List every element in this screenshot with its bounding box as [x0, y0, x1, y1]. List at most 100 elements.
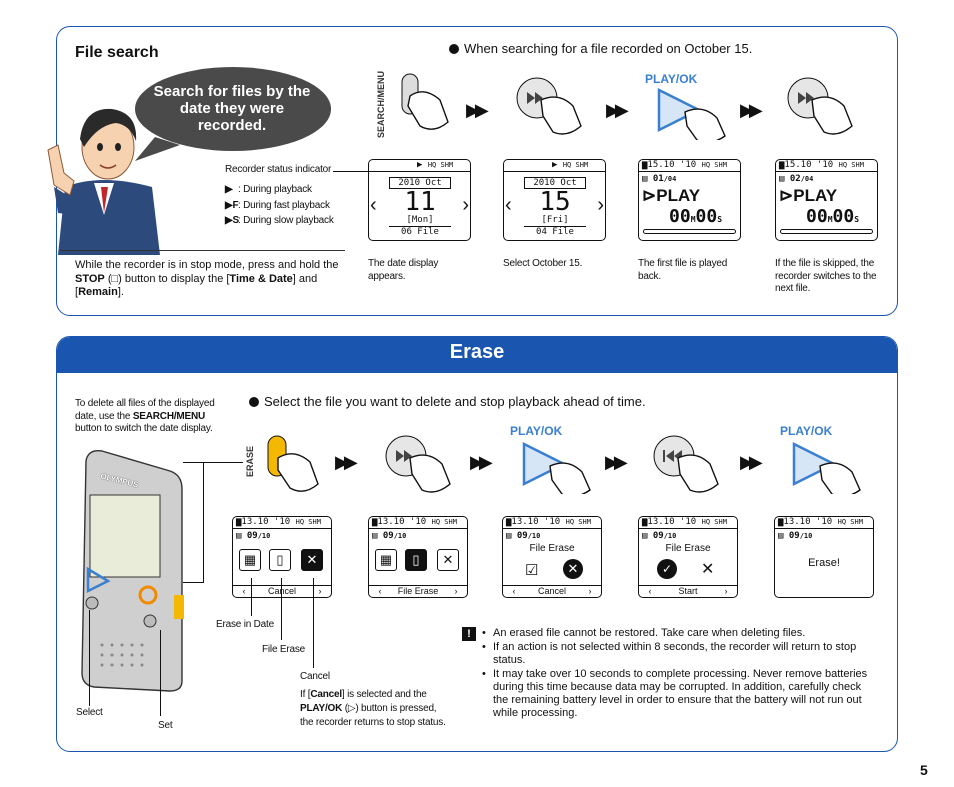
lcd-play-mode: ⊳PLAY — [779, 186, 838, 205]
play-ok-label: PLAY/OK — [645, 72, 698, 86]
folder-icon: ▆ — [642, 160, 648, 170]
lcd-status-bar: ▆15.10 '10 HQ SHM — [776, 160, 877, 172]
erase-connector-line — [203, 462, 204, 582]
bubble-baseline — [60, 250, 345, 251]
lcd-day: 11 — [404, 187, 436, 217]
callout-file-erase: File Erase — [262, 644, 306, 655]
play-ok-label: PLAY/OK — [510, 424, 563, 438]
callout-cancel: Cancel — [300, 671, 330, 682]
file-search-bullet: When searching for a file recorded on Oc… — [464, 41, 753, 56]
erase-in-date-option[interactable]: ▦ — [375, 549, 397, 571]
search-menu-press-icon — [401, 73, 449, 130]
lcd-status-bar: ▆13.10 '10 HQ SHM — [503, 517, 601, 529]
speech-bubble-text: Search for files by the date they were r… — [153, 83, 311, 134]
lcd-year: 2010 Oct — [389, 177, 451, 189]
cancel-x-icon[interactable]: ✕ — [701, 561, 715, 578]
lcd-file-index: ▤ 01/04 — [642, 174, 677, 184]
confirm-check-icon[interactable]: ✓ — [657, 559, 677, 579]
callout-line — [281, 578, 282, 640]
erase-in-date-option[interactable]: ▦ — [239, 549, 261, 571]
lcd-prompt: File Erase — [529, 543, 575, 554]
screen-caption: Select October 15. — [503, 258, 583, 269]
lcd-menu-bar: ‹ Start › — [639, 585, 737, 597]
screen-caption: The date display appears. — [368, 258, 439, 282]
folder-icon: ▆ — [236, 517, 242, 527]
lcd-status-bar: ▆13.10 '10 HQ SHM — [775, 517, 873, 529]
lcd-file-erase-cancel: ▆13.10 '10 HQ SHM ▤ 09/10 File Erase ☑ ✕… — [502, 516, 602, 598]
file-erase-option[interactable]: ▯ — [405, 549, 427, 571]
presenter-illustration — [47, 108, 160, 255]
search-menu-label: SEARCH/MENU — [376, 70, 386, 138]
lcd-file-index: ▤ 09/10 — [778, 531, 813, 541]
folder-icon: ▆ — [506, 517, 512, 527]
erase-bullet: Select the file you want to delete and s… — [264, 394, 646, 409]
lcd-message: Erase! — [808, 557, 840, 569]
play-ok-press-icon — [792, 441, 861, 494]
lcd-left-chevron-icon: ‹ — [505, 194, 512, 216]
lcd-erase-menu-cancel: ▆13.10 '10 HQ SHM ▤ 09/10 ▦ ▯ ✕ ‹ Cancel… — [232, 516, 332, 598]
status-legend: ▶: During playback ▶F: During fast playb… — [225, 184, 355, 228]
confirm-check-icon[interactable]: ☑ — [525, 562, 539, 579]
lcd-status-bar: ▆13.10 '10 HQ SHM — [369, 517, 467, 529]
screen-caption: If the file is skipped, the recorder swi… — [775, 258, 877, 294]
screen-caption: The first file is played back. — [638, 258, 728, 282]
step-arrow-icon: ▶▶ — [740, 452, 763, 472]
step-arrow-icon: ▶▶ — [335, 452, 358, 472]
lcd-menu-bar: ‹ Cancel › — [233, 585, 331, 597]
callout-line — [313, 578, 314, 668]
lcd-menu-bar: ‹ File Erase › — [369, 585, 467, 597]
step-arrow-icon: ▶▶ — [466, 100, 489, 120]
file-search-heading: File search — [75, 44, 159, 61]
lcd-file-erase-start: ▆13.10 '10 HQ SHM ▤ 09/10 File Erase ✓ ✕… — [638, 516, 738, 598]
lcd-right-chevron-icon: › — [597, 194, 604, 216]
lcd-file-count: 06 File — [389, 226, 451, 237]
note-item: •If an action is not selected within 8 s… — [482, 641, 857, 666]
page-number: 5 — [920, 762, 928, 778]
lcd-status-bar: ▶ HQ SHM — [369, 160, 470, 172]
lcd-file-index: ▤ 09/10 — [642, 531, 677, 541]
note-item: •It may take over 10 seconds to complete… — [482, 668, 868, 719]
step-arrow-icon: ▶▶ — [606, 100, 629, 120]
lcd-day-of-week: [Mon] — [406, 215, 434, 225]
lcd-erase-menu-file: ▆13.10 '10 HQ SHM ▤ 09/10 ▦ ▯ ✕ ‹ File E… — [368, 516, 468, 598]
erase-title: Erase — [449, 341, 505, 363]
caution-icon: ! — [462, 627, 476, 641]
speech-bubble — [135, 67, 331, 161]
play-ok-press-icon — [522, 441, 591, 494]
folder-icon: ▆ — [778, 517, 784, 527]
lcd-file-index: ▤ 09/10 — [372, 531, 407, 541]
lcd-date-screen-1: ▶ HQ SHM ‹ › 2010 Oct 11 [Mon] 06 File — [368, 159, 471, 241]
legend-item: ▶S: During slow playback — [225, 215, 334, 226]
lcd-file-index: ▤ 09/10 — [506, 531, 541, 541]
cancel-option[interactable]: ✕ — [437, 549, 459, 571]
lcd-prompt: File Erase — [665, 543, 711, 554]
lcd-status-bar: ▆15.10 '10 HQ SHM — [639, 160, 740, 172]
lcd-erase-done: ▆13.10 '10 HQ SHM ▤ 09/10 Erase! — [774, 516, 874, 598]
callout-line — [251, 578, 252, 616]
lcd-time: 00M00S — [669, 206, 723, 227]
callout-set: Set — [158, 720, 173, 731]
callout-line — [89, 610, 90, 706]
lcd-right-chevron-icon: › — [462, 194, 469, 216]
folder-icon: ▆ — [779, 160, 785, 170]
erase-title-bar — [57, 337, 897, 373]
lcd-play-screen-1: ▆15.10 '10 HQ SHM ▤ 01/04 ⊳PLAY 00M00S — [638, 159, 741, 241]
play-box-icon: ⊳ — [779, 186, 794, 205]
lcd-status-bar: ▆13.10 '10 HQ SHM — [233, 517, 331, 529]
lcd-progress-bar — [780, 229, 873, 234]
erase-connector-line — [183, 582, 204, 583]
fast-forward-press-icon — [787, 77, 853, 135]
cancel-x-icon[interactable]: ✕ — [563, 559, 583, 579]
lcd-play-mode: ⊳PLAY — [642, 186, 701, 205]
step-arrow-icon: ▶▶ — [740, 100, 763, 120]
rewind-press-icon — [653, 435, 719, 493]
file-erase-option[interactable]: ▯ — [269, 549, 291, 571]
fast-forward-press-icon — [516, 77, 582, 135]
callout-erase-in-date: Erase in Date — [216, 619, 274, 630]
step-arrow-icon: ▶▶ — [470, 452, 493, 472]
lcd-progress-bar — [643, 229, 736, 234]
lcd-menu-bar: ‹ Cancel › — [503, 585, 601, 597]
cancel-option[interactable]: ✕ — [301, 549, 323, 571]
lcd-play-screen-2: ▆15.10 '10 HQ SHM ▤ 02/04 ⊳PLAY 00M00S — [775, 159, 878, 241]
voice-recorder-illustration — [81, 450, 184, 692]
